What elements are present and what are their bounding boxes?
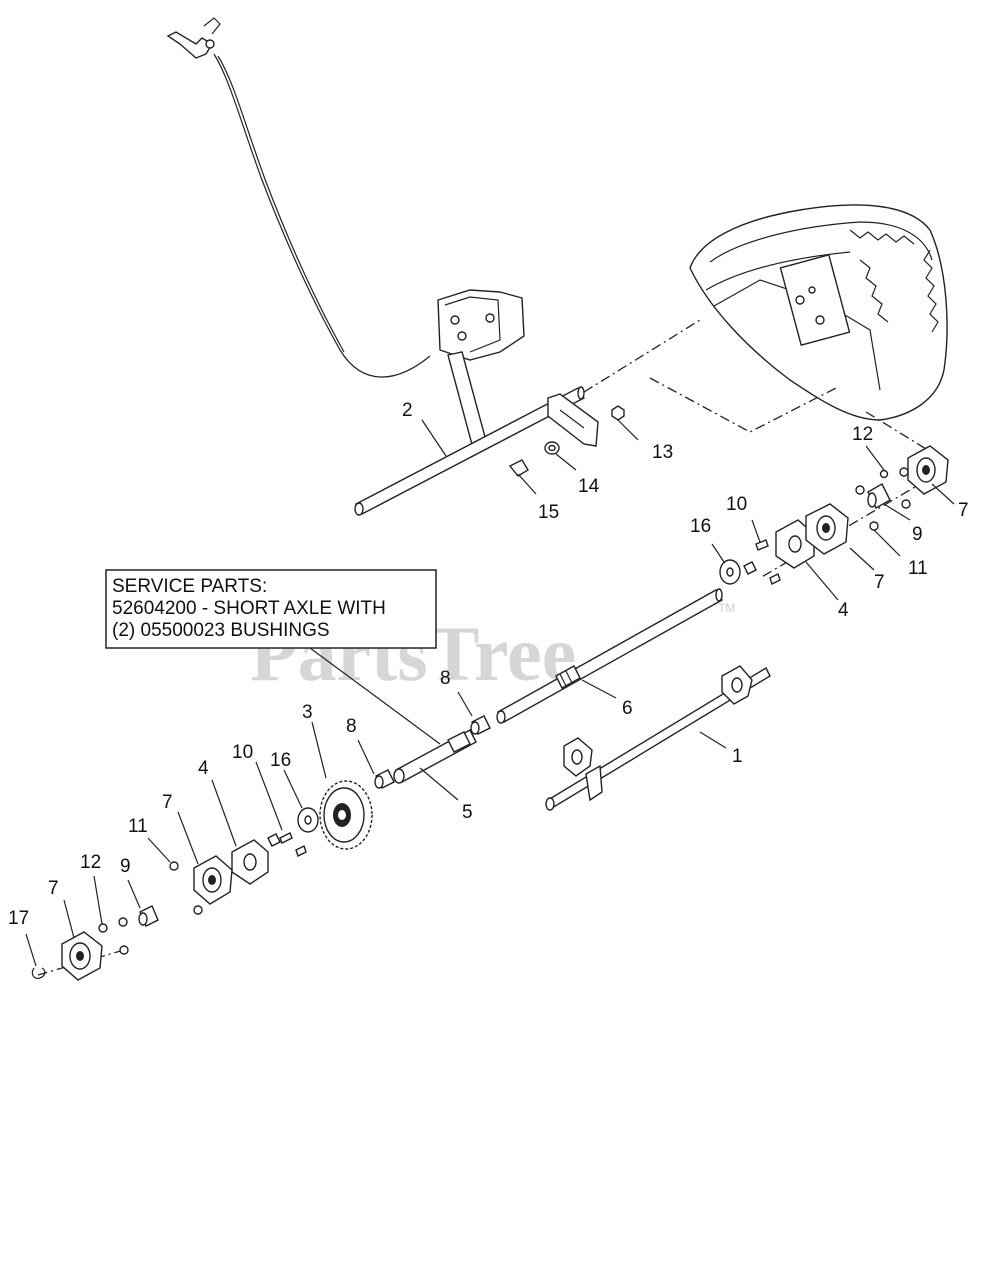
control-cable	[213, 53, 431, 378]
service-parts-box: SERVICE PARTS: 52604200 - SHORT AXLE WIT…	[105, 569, 437, 649]
callout-10-upper: 10	[726, 494, 747, 515]
washer-14[interactable]	[544, 441, 560, 455]
bearing-flange-7-lower[interactable]	[193, 855, 233, 905]
service-parts-line-3: (2) 05500023 BUSHINGS	[112, 620, 330, 641]
callout-11-lower: 11	[128, 816, 148, 837]
service-parts-title: SERVICE PARTS:	[112, 576, 267, 597]
bushing-8-lower[interactable]	[374, 769, 395, 789]
nut-13[interactable]	[611, 405, 625, 421]
nuts-12-upper[interactable]	[879, 467, 909, 479]
callout-11-upper: 11	[908, 558, 928, 579]
bushing-9-lower[interactable]	[138, 905, 159, 927]
callout-14: 14	[578, 476, 600, 497]
callout-4-upper: 4	[838, 600, 849, 621]
shaft-2[interactable]	[354, 386, 585, 516]
callout-7-upper: 7	[874, 572, 885, 593]
callout-13: 13	[652, 442, 673, 463]
bearing-flange-7-outer-lower[interactable]	[61, 931, 103, 981]
callout-12-upper: 12	[852, 424, 873, 445]
callout-4-lower: 4	[198, 758, 209, 779]
watermark-tm: TM	[718, 601, 735, 615]
callout-2: 2	[402, 400, 413, 421]
axle-1[interactable]	[545, 665, 771, 811]
control-lever[interactable]	[166, 17, 221, 59]
gear-3[interactable]	[319, 780, 373, 850]
callout-5: 5	[462, 802, 473, 823]
callout-15: 15	[538, 502, 559, 523]
washer-16-upper[interactable]	[719, 559, 741, 585]
bushing-9-upper[interactable]	[867, 483, 891, 509]
callout-7-outer-upper: 7	[958, 500, 969, 521]
nuts-11-lower[interactable]	[169, 861, 203, 915]
callout-3: 3	[302, 702, 313, 723]
callout-6: 6	[622, 698, 633, 719]
bushing-8-upper[interactable]	[470, 715, 491, 735]
callout-9-lower: 9	[120, 856, 131, 877]
washer-16-lower[interactable]	[297, 807, 319, 833]
short-axle-5[interactable]	[393, 729, 477, 784]
callout-10-lower: 10	[232, 742, 253, 763]
shaft-6[interactable]	[496, 588, 723, 724]
callout-12-lower: 12	[80, 852, 101, 873]
plate-4-lower[interactable]	[231, 839, 269, 885]
callout-7-lower: 7	[162, 792, 173, 813]
track-drive-housing[interactable]	[689, 204, 948, 421]
bolts-10-upper[interactable]	[743, 539, 781, 585]
clip-17[interactable]	[31, 967, 46, 979]
callout-8-upper: 8	[440, 668, 451, 689]
callout-1: 1	[732, 746, 743, 767]
callout-9-upper: 9	[912, 524, 923, 545]
callout-17: 17	[8, 908, 29, 929]
service-parts-line-2: 52604200 - SHORT AXLE WITH	[112, 598, 386, 619]
callout-8-lower: 8	[346, 716, 357, 737]
callout-16-upper: 16	[690, 516, 711, 537]
callout-7-outer-lower: 7	[48, 878, 59, 899]
callout-16-lower: 16	[270, 750, 291, 771]
bolts-10-lower[interactable]	[267, 832, 307, 857]
pin-15[interactable]	[508, 459, 529, 477]
lever-bracket[interactable]	[437, 289, 525, 453]
bearing-flange-7-outer-upper[interactable]	[907, 445, 949, 495]
bearing-flange-7-upper[interactable]	[805, 503, 849, 555]
plate-4-upper[interactable]	[775, 519, 815, 569]
nuts-12-lower[interactable]	[98, 917, 129, 955]
